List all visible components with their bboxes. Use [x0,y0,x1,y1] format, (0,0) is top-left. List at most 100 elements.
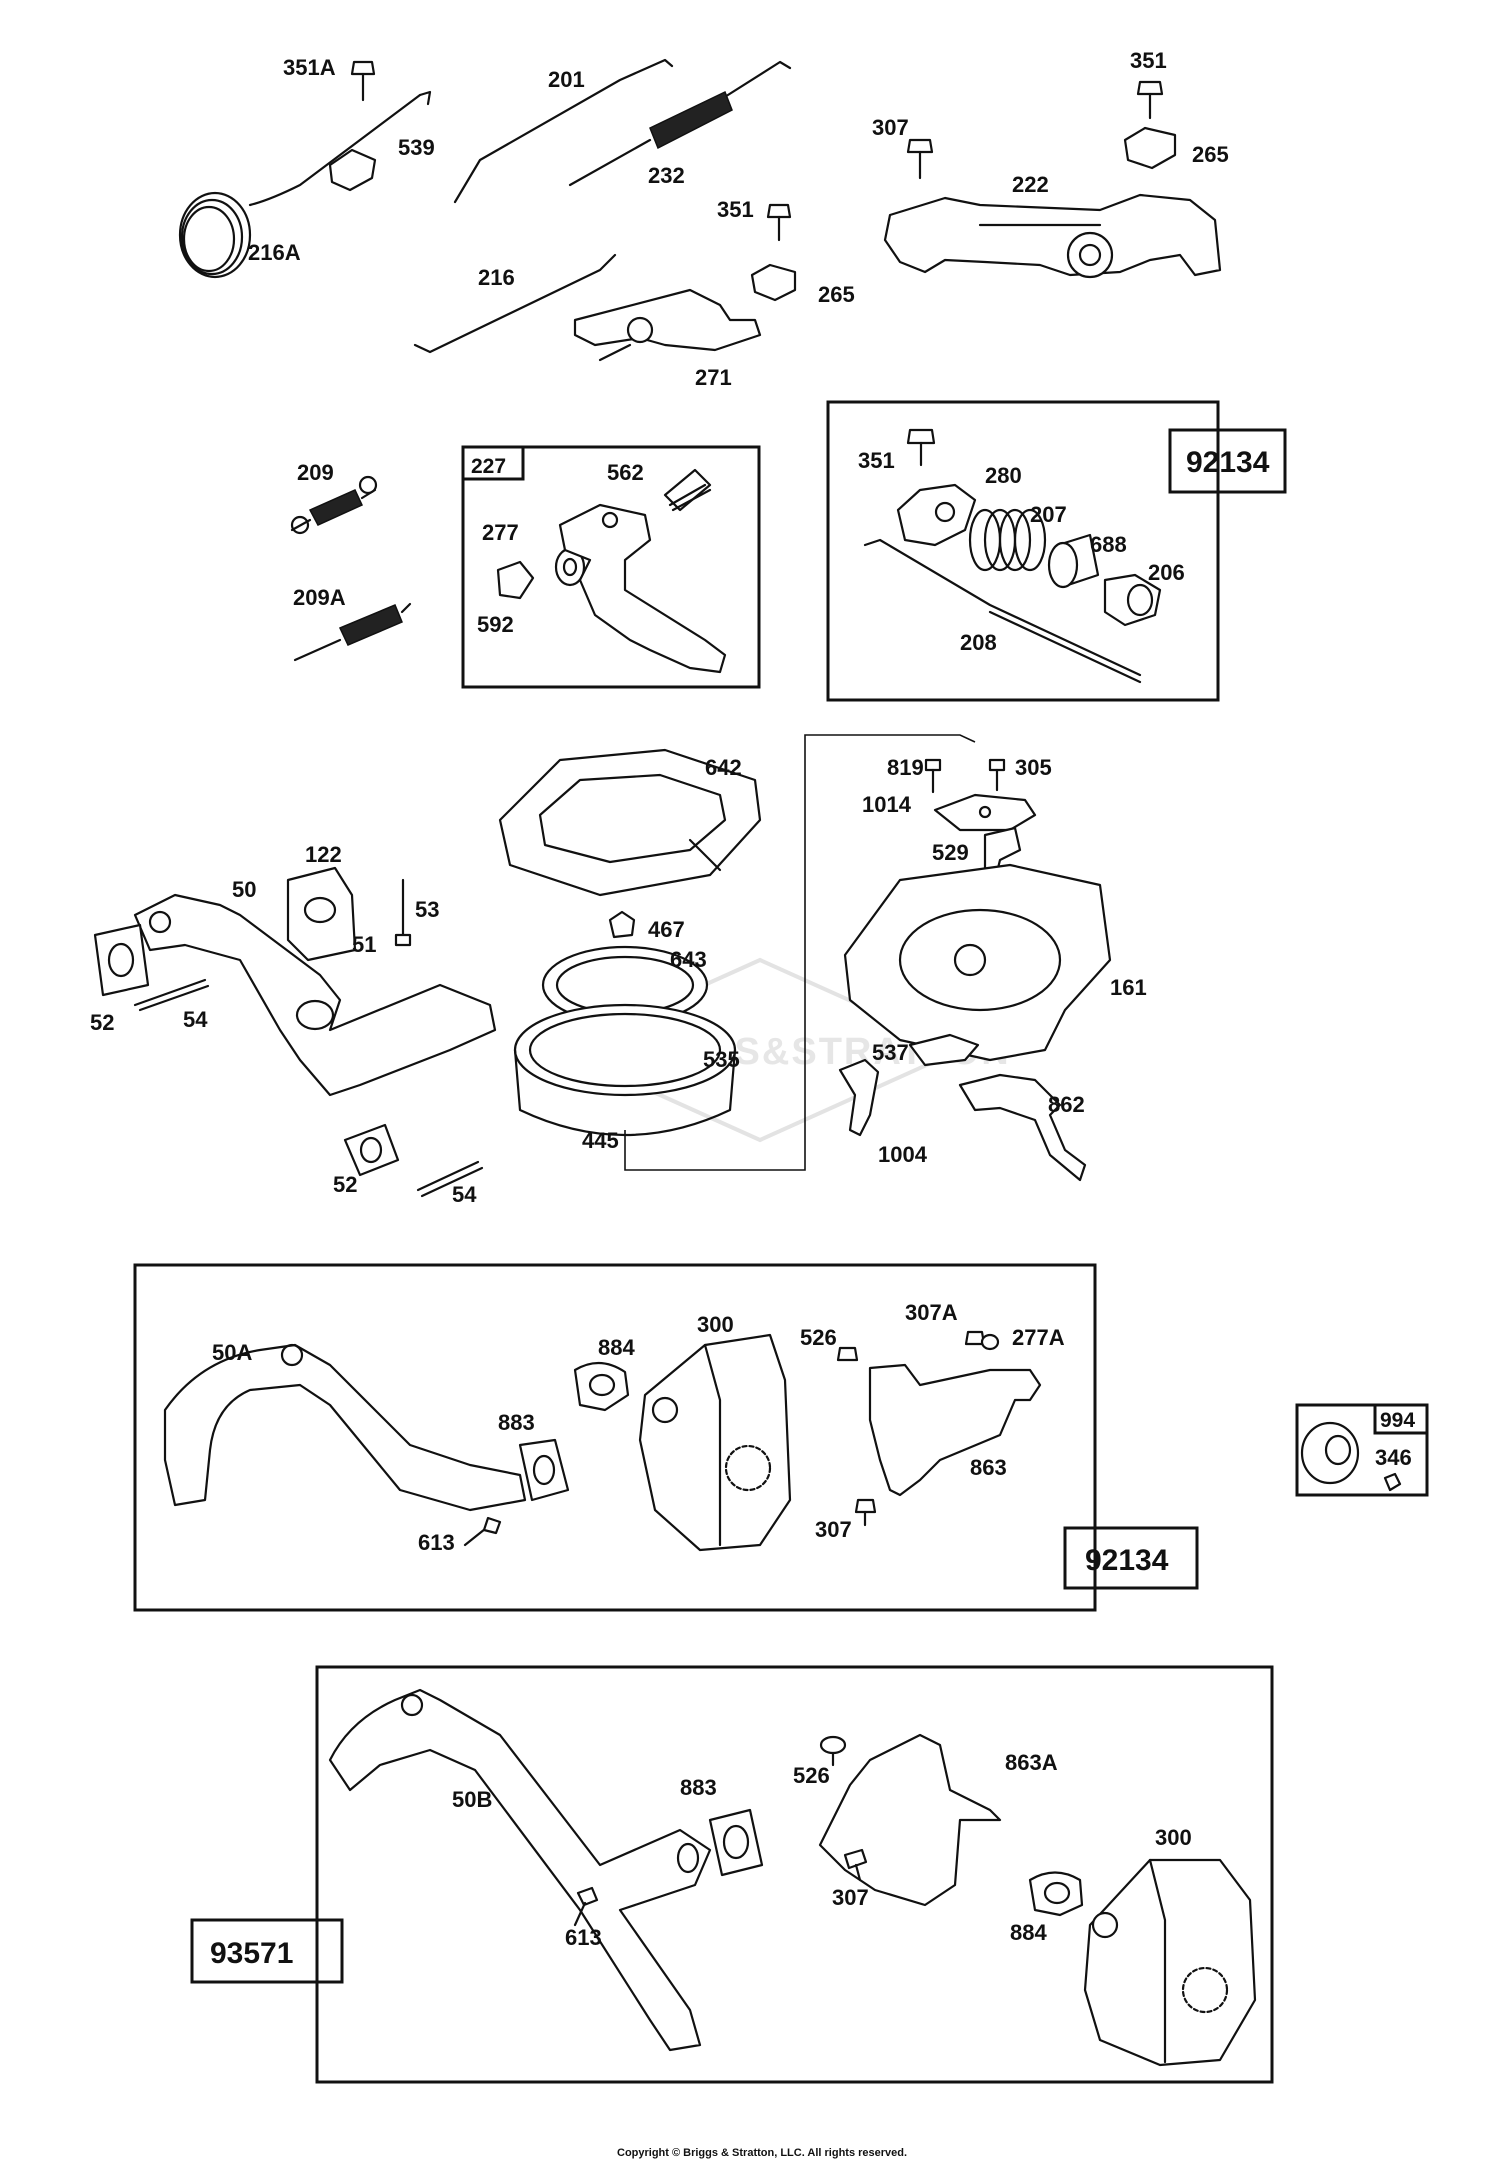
label-883-lower: 883 [680,1775,717,1800]
part-862-bracket [958,1073,1087,1182]
kit-box-92134-middle: 92134 [133,1263,1199,1612]
kit-box-93571-lower: 93571 [190,1665,1274,2084]
label-351-right: 351 [1130,48,1167,73]
label-307-mid: 307 [815,1517,852,1542]
label-1004: 1004 [878,1142,928,1167]
label-642: 642 [705,755,742,780]
label-206: 206 [1148,560,1185,585]
label-209: 209 [297,460,334,485]
part-351-bolt-mid [766,203,792,242]
label-562: 562 [607,460,644,485]
label-161: 161 [1110,975,1147,1000]
label-280: 280 [985,463,1022,488]
label-300-mid: 300 [697,1312,734,1337]
part-592-nut [496,560,535,600]
part-863-bracket [868,1363,1042,1497]
part-50a-pipe [163,1343,527,1512]
part-642-cover [498,748,762,897]
label-445: 445 [582,1128,619,1153]
label-688: 688 [1090,532,1127,557]
label-208: 208 [960,630,997,655]
label-52-lower: 52 [333,1172,357,1197]
label-535: 535 [703,1047,740,1072]
label-592: 592 [477,612,514,637]
part-216-rod [413,253,617,354]
label-529: 529 [932,840,969,865]
kit-label-994: 994 [1380,1409,1415,1432]
label-50: 50 [232,877,256,902]
label-526-mid: 526 [800,1325,837,1350]
label-265-mid: 265 [818,282,855,307]
label-467: 467 [648,917,685,942]
part-526-screw-lower [819,1735,847,1767]
part-222-bracket [883,193,1222,279]
part-613-bolt-mid [463,1516,502,1547]
label-305: 305 [1015,755,1052,780]
part-351a-bolt [350,60,376,102]
part-305-screw [988,758,1006,792]
part-884-clamp-mid [573,1361,630,1412]
part-467-nut [608,910,636,939]
part-351-bolt-right [1136,80,1164,120]
kit-box-994: 994 [1295,1403,1429,1497]
label-300-lower: 300 [1155,1825,1192,1850]
part-1004-link [838,1058,880,1137]
kit-box-92134-upper: 92134 [826,400,1287,702]
part-209-spring [290,475,378,535]
part-884-clamp-lower [1028,1871,1084,1917]
part-351-bolt-box [906,428,936,467]
label-526-lower: 526 [793,1763,830,1788]
kit-label-227: 227 [471,455,506,478]
part-265-clip-mid [750,263,797,302]
label-643: 643 [670,947,707,972]
part-445-bracket-outline [624,734,976,1171]
label-884-mid: 884 [598,1335,635,1360]
label-351-box: 351 [858,448,895,473]
label-216: 216 [478,265,515,290]
part-208-rod [863,538,1142,684]
label-277: 277 [482,520,519,545]
part-52-gasket-lower [343,1123,400,1177]
label-351-mid: 351 [717,197,754,222]
part-227-bracket [558,503,727,674]
part-537-gasket [908,1033,980,1067]
part-562-bolt [663,468,712,512]
part-52-gasket-left [93,923,150,997]
label-51: 51 [352,932,376,957]
part-232-spring [568,60,792,187]
label-539: 539 [398,135,435,160]
label-209a: 209A [293,585,346,610]
part-307-screw-lower [843,1848,868,1882]
part-307-screw [906,138,934,180]
part-53-bolt [394,878,412,947]
part-54-stud-left [133,978,210,1012]
kit-label-93571-lower: 93571 [210,1937,293,1970]
label-232: 232 [648,163,685,188]
label-201: 201 [548,67,585,92]
part-54-stud-lower [416,1160,484,1198]
kit-label-92134-upper: 92134 [1186,446,1270,479]
part-613-bolt-lower [573,1886,599,1927]
label-277a: 277A [1012,1325,1065,1350]
part-863a-bracket [818,1733,1002,1907]
label-271: 271 [695,365,732,390]
part-300-muffler-lower [1083,1858,1257,2067]
label-50a: 50A [212,1340,252,1365]
part-122-block [286,866,357,962]
label-863: 863 [970,1455,1007,1480]
label-265-right: 265 [1192,142,1229,167]
label-819: 819 [887,755,924,780]
part-300-muffler-mid [638,1333,792,1552]
part-209a-spring [293,602,412,662]
part-277a-washer [980,1333,1000,1351]
part-526-screw-mid [836,1346,859,1362]
label-52-left: 52 [90,1010,114,1035]
kit-label-92134-middle: 92134 [1085,1544,1169,1577]
label-537: 537 [872,1040,909,1065]
part-50b-pipe [328,1688,712,2052]
label-613-mid: 613 [418,1530,455,1555]
label-53: 53 [415,897,439,922]
part-1014-plate [933,793,1037,832]
